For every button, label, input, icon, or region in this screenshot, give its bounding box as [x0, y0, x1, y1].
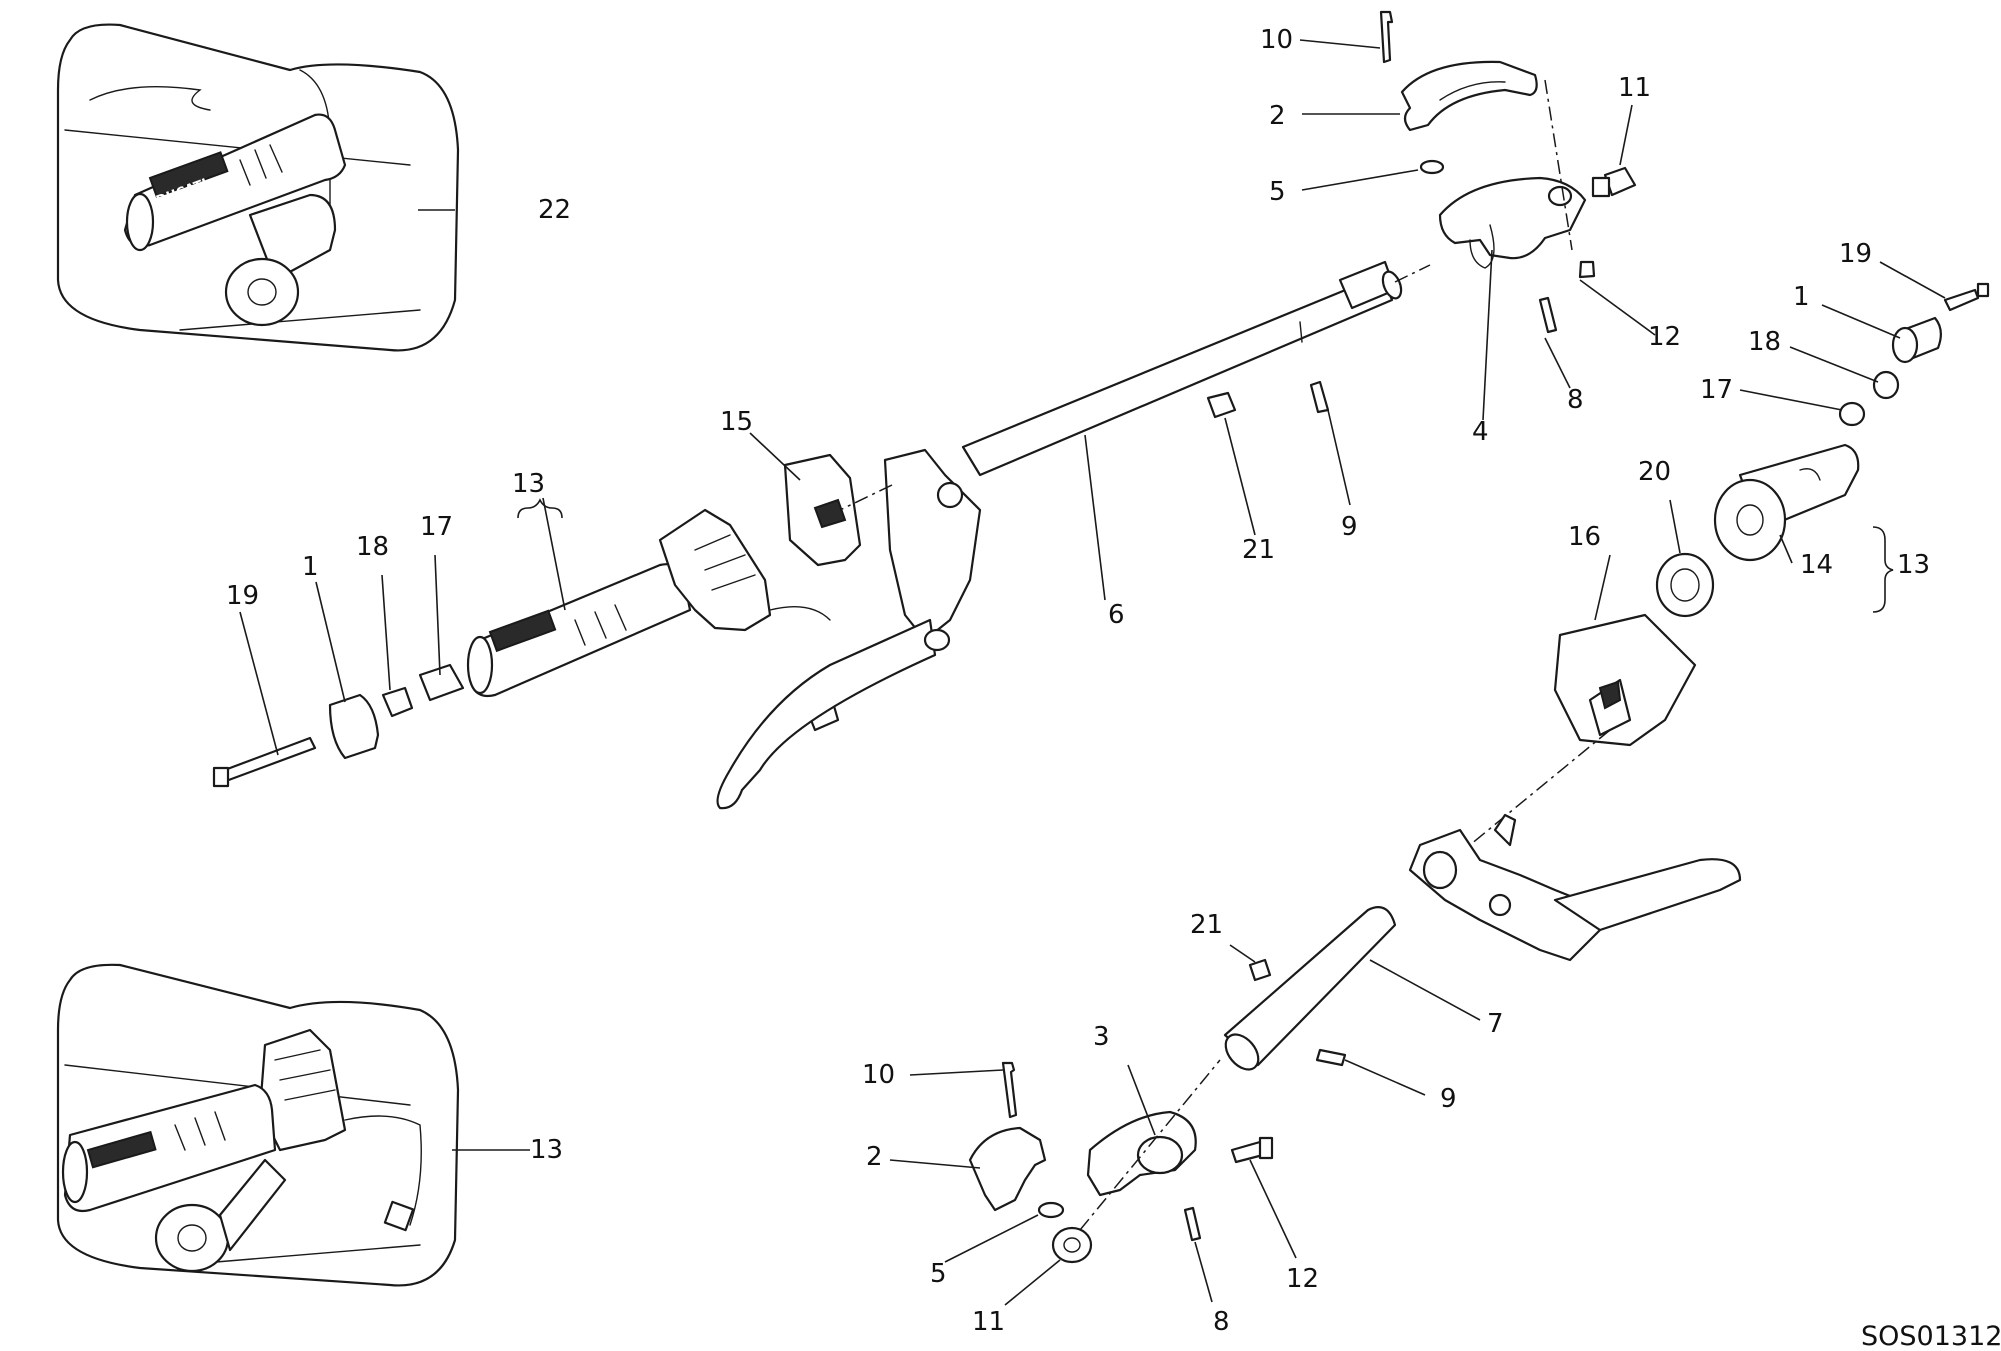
inset-heated-grips: DUCATI — [56, 23, 460, 352]
callout-18-left: 18 — [356, 532, 389, 562]
right-bar-end — [1838, 282, 1990, 427]
callout-12-top: 12 — [1648, 322, 1681, 352]
handlebar-tube-6 — [961, 260, 1431, 477]
callout-3: 3 — [1093, 1022, 1110, 1052]
callout-19-left: 19 — [226, 581, 259, 611]
left-grip-13 — [466, 563, 692, 698]
callout-12-bottom: 12 — [1286, 1264, 1319, 1294]
callout-labels: 10 2 5 11 12 19 1 18 17 8 4 22 15 13 17 … — [226, 25, 1930, 1337]
right-grip-14 — [1713, 443, 1860, 562]
callout-13-inset: 13 — [530, 1135, 563, 1165]
callout-6: 6 — [1108, 600, 1125, 630]
callout-2-top: 2 — [1269, 101, 1286, 131]
leader-lines — [239, 39, 1946, 1306]
callout-5-bottom: 5 — [930, 1259, 947, 1289]
inset-grip-upper: DUCATI — [123, 113, 347, 252]
left-cover-15 — [783, 453, 862, 567]
callout-21-top: 21 — [1242, 535, 1275, 565]
callout-11-top: 11 — [1618, 73, 1651, 103]
callout-10-bottom: 10 — [862, 1060, 895, 1090]
inset-grip — [61, 1083, 415, 1273]
callout-7: 7 — [1487, 1009, 1504, 1039]
callout-19-right: 19 — [1839, 239, 1872, 269]
callout-18-right: 18 — [1748, 327, 1781, 357]
diagram-code: SOS01312 — [1861, 1321, 2001, 1351]
callout-15: 15 — [720, 407, 753, 437]
callout-5-top: 5 — [1269, 177, 1286, 207]
callout-17-right: 17 — [1700, 375, 1733, 405]
right-switch-16 — [1469, 613, 1697, 846]
ring-20 — [1655, 552, 1715, 618]
callout-9-top: 9 — [1341, 512, 1358, 542]
handlebar-tube-7 — [1223, 906, 1397, 1071]
lower-clamp-assembly — [968, 1059, 1274, 1264]
inset-grip-lower — [224, 193, 337, 327]
callout-1-right: 1 — [1793, 282, 1810, 312]
left-clutch-lever — [716, 448, 982, 810]
left-bar-end — [212, 663, 465, 788]
callout-1-left: 1 — [302, 552, 319, 582]
callout-13-left: 13 — [512, 469, 545, 499]
callout-9-bottom: 9 — [1440, 1084, 1457, 1114]
callout-13-right: 13 — [1897, 550, 1930, 580]
callout-8-bottom: 8 — [1213, 1307, 1230, 1337]
inset-switch-grip — [56, 963, 460, 1287]
callout-4: 4 — [1472, 417, 1489, 447]
right-brake-master-cylinder — [1408, 813, 1742, 962]
callout-22: 22 — [538, 195, 571, 225]
callout-21-bottom: 21 — [1190, 910, 1223, 940]
callout-10-top: 10 — [1260, 25, 1293, 55]
callout-8-top: 8 — [1567, 385, 1584, 415]
callout-14: 14 — [1800, 550, 1833, 580]
callout-20: 20 — [1638, 457, 1671, 487]
upper-clamp-assembly — [1379, 10, 1637, 334]
callout-11-bottom: 11 — [972, 1307, 1005, 1337]
callout-17-left: 17 — [420, 512, 453, 542]
callout-16: 16 — [1568, 522, 1601, 552]
callout-2-bottom: 2 — [866, 1142, 883, 1172]
